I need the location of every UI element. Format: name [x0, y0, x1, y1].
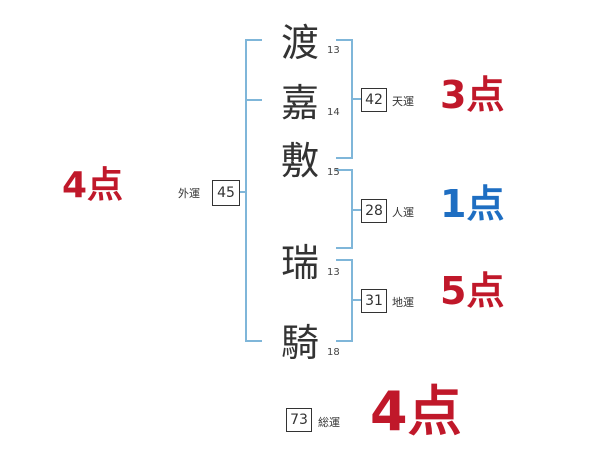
name-char-1: 渡 — [281, 21, 320, 65]
jinun-score: 1点 — [440, 182, 505, 226]
stroke-count-4: 13 — [327, 267, 340, 278]
name-char-2: 嘉 — [281, 81, 320, 125]
gaiun-label: 外運 — [178, 187, 200, 200]
stroke-count-5: 18 — [327, 347, 340, 358]
souun-value-box: 73 — [286, 408, 312, 432]
chiun-score: 5点 — [440, 269, 505, 313]
name-char-5: 騎 — [281, 321, 320, 365]
name-char-3: 敷 — [281, 139, 320, 183]
stroke-count-2: 14 — [327, 107, 340, 118]
name-char-4: 瑞 — [281, 241, 320, 285]
chiun-bracket — [336, 259, 361, 342]
tenun-score: 3点 — [440, 73, 505, 117]
jinun-label: 人運 — [392, 206, 414, 219]
chiun-label: 地運 — [392, 296, 414, 309]
stroke-count-3: 15 — [327, 167, 340, 178]
jinun-value-box: 28 — [361, 199, 387, 223]
outer-bracket — [240, 39, 262, 342]
souun-label: 総運 — [318, 416, 340, 429]
tenun-bracket — [336, 39, 361, 159]
gaiun-value-box: 45 — [212, 180, 240, 206]
stroke-count-1: 13 — [327, 45, 340, 56]
jinun-bracket — [336, 169, 361, 249]
tenun-label: 天運 — [392, 95, 414, 108]
gaiun-score: 4点 — [62, 165, 124, 206]
tenun-value-box: 42 — [361, 88, 387, 112]
chiun-value-box: 31 — [361, 289, 387, 313]
souun-score: 4点 — [370, 380, 462, 443]
